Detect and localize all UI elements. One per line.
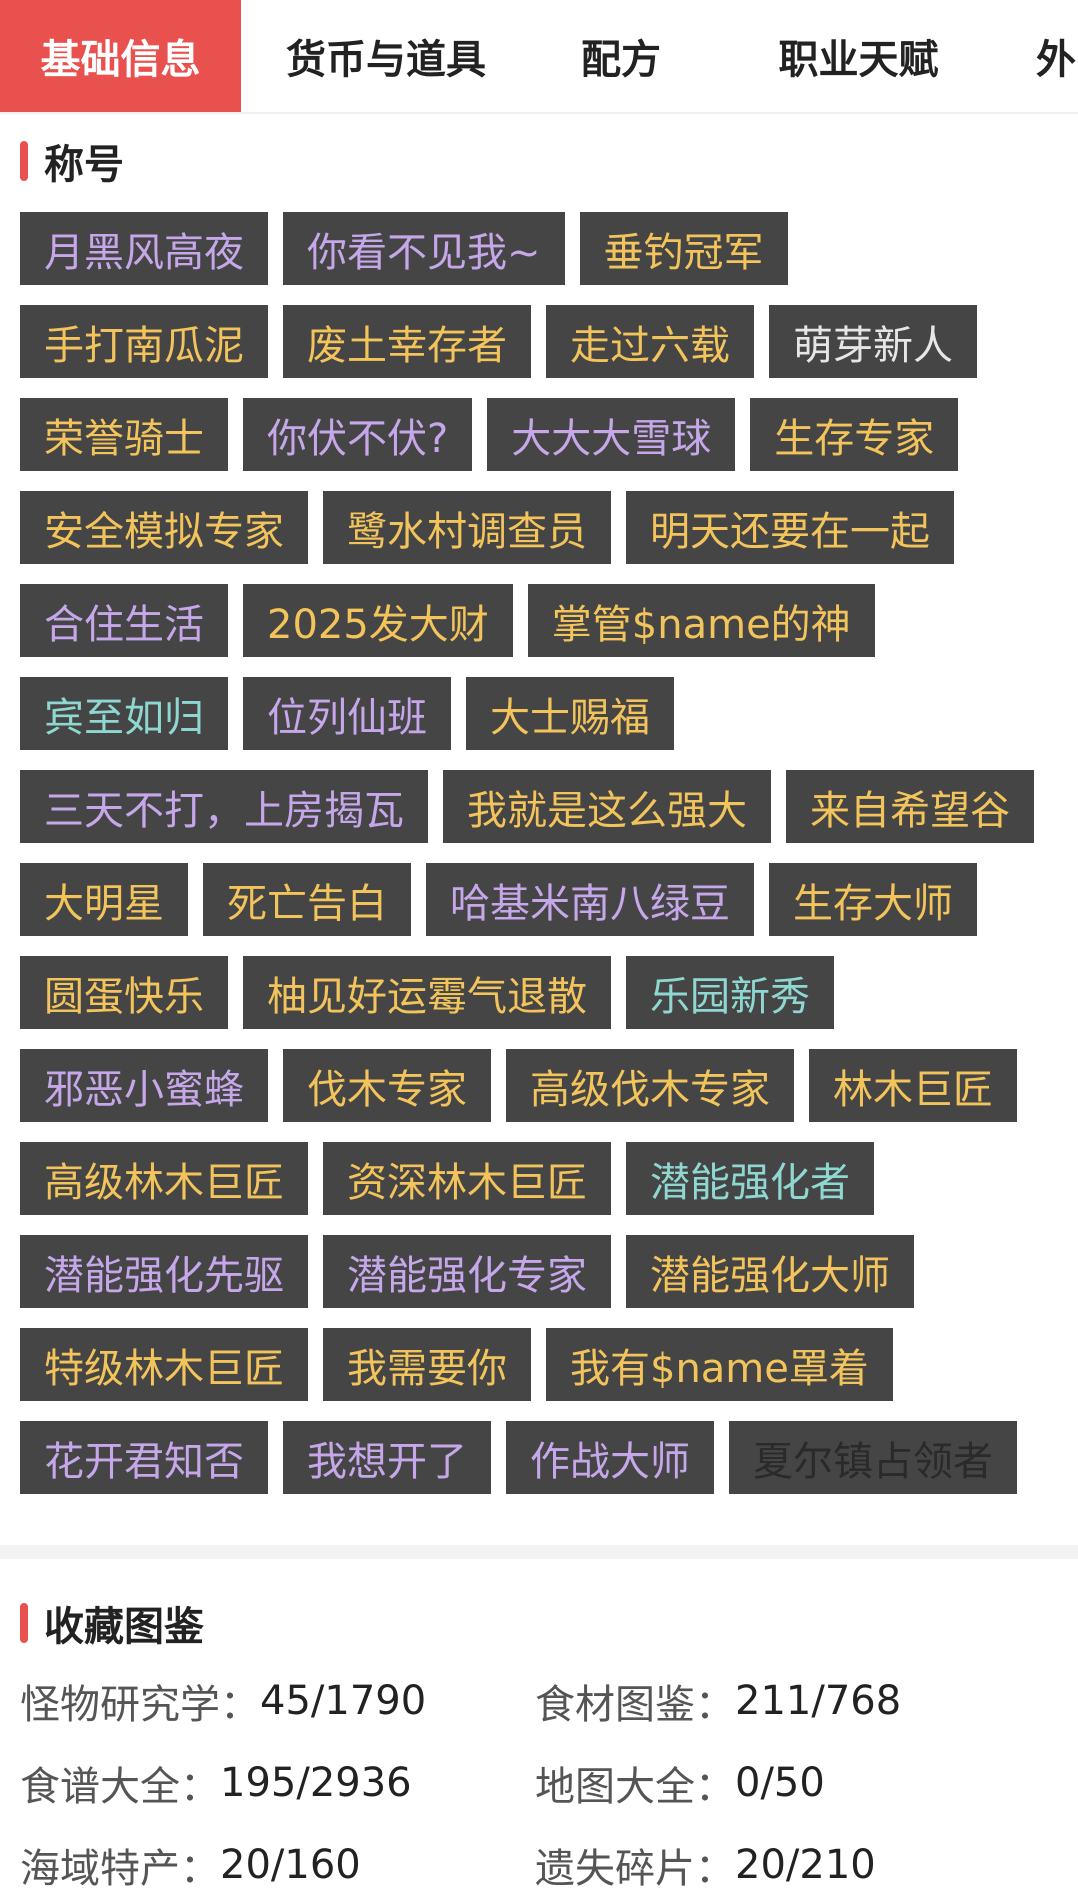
title-chip[interactable]: 荣誉骑士 [20,398,228,471]
title-chip[interactable]: 我需要你 [323,1328,531,1401]
title-row: 宾至如归位列仙班大士赐福 [20,677,1060,750]
title-row: 特级林木巨匠我需要你我有$name罩着 [20,1328,1060,1401]
stat-label: 海域特产： [20,1846,220,1892]
title-row: 三天不打，上房揭瓦我就是这么强大来自希望谷 [20,770,1060,843]
title-chip[interactable]: 伐木专家 [283,1049,491,1122]
title-chip[interactable]: 花开君知否 [20,1421,268,1494]
collection-heading: 收藏图鉴 [44,1604,204,1650]
tab-profession-talents[interactable]: 职业天赋 [778,37,939,83]
title-row: 高级林木巨匠资深林木巨匠潜能强化者 [20,1142,1060,1215]
title-chip[interactable]: 高级伐木专家 [506,1049,794,1122]
tab-currency-items[interactable]: 货币与道具 [286,37,486,83]
title-chip[interactable]: 作战大师 [506,1421,714,1494]
title-row: 荣誉骑士你伏不伏?大大大雪球生存专家 [20,398,1060,471]
stat-value: 20/160 [220,1842,361,1888]
title-chip[interactable]: 潜能强化先驱 [20,1235,308,1308]
title-chip[interactable]: 来自希望谷 [786,770,1034,843]
title-chip[interactable]: 萌芽新人 [769,305,977,378]
title-chip[interactable]: 潜能强化者 [626,1142,874,1215]
title-chip[interactable]: 宾至如归 [20,677,228,750]
title-chip[interactable]: 林木巨匠 [809,1049,1017,1122]
title-chip[interactable]: 位列仙班 [243,677,451,750]
titles-list: 月黑风高夜你看不见我~垂钓冠军手打南瓜泥废土幸存者走过六载萌芽新人荣誉骑士你伏不… [20,212,1060,1514]
stat-value: 195/2936 [220,1760,412,1806]
stat-label: 地图大全： [535,1764,735,1810]
stat-row: 怪物研究学： 45/1790 食材图鉴： 211/768 [20,1660,1060,1742]
title-chip[interactable]: 我有$name罩着 [546,1328,893,1401]
stat-sea-specialties: 海域特产： 20/160 [20,1836,535,1894]
title-chip[interactable]: 我就是这么强大 [443,770,771,843]
stat-row: 海域特产： 20/160 遗失碎片： 20/210 [20,1824,1060,1903]
stat-lost-fragments: 遗失碎片： 20/210 [535,1836,1050,1894]
stat-ingredient-guide: 食材图鉴： 211/768 [535,1672,1050,1730]
title-chip[interactable]: 哈基米南八绿豆 [426,863,754,936]
title-chip[interactable]: 夏尔镇占领者 [729,1421,1017,1494]
stat-value: 45/1790 [260,1678,427,1724]
title-chip[interactable]: 2025发大财 [243,584,513,657]
title-chip[interactable]: 鹭水村调查员 [323,491,611,564]
title-row: 大明星死亡告白哈基米南八绿豆生存大师 [20,863,1060,936]
stat-value: 0/50 [735,1760,825,1806]
title-chip[interactable]: 明天还要在一起 [626,491,954,564]
stat-row: 食谱大全： 195/2936 地图大全： 0/50 [20,1742,1060,1824]
title-chip[interactable]: 潜能强化大师 [626,1235,914,1308]
stat-map-collection: 地图大全： 0/50 [535,1754,1050,1812]
title-chip[interactable]: 垂钓冠军 [579,212,788,285]
title-row: 手打南瓜泥废土幸存者走过六载萌芽新人 [20,305,1060,378]
title-chip[interactable]: 走过六载 [546,305,754,378]
title-chip[interactable]: 月黑风高夜 [20,212,268,285]
title-chip[interactable]: 合住生活 [20,584,228,657]
title-row: 月黑风高夜你看不见我~垂钓冠军 [20,212,1060,285]
title-chip[interactable]: 邪恶小蜜蜂 [20,1049,268,1122]
title-chip[interactable]: 高级林木巨匠 [20,1142,308,1215]
title-chip[interactable]: 生存大师 [769,863,977,936]
collection-section-header: 收藏图鉴 [20,1594,204,1652]
stat-label: 遗失碎片： [535,1846,735,1892]
collection-stats: 怪物研究学： 45/1790 食材图鉴： 211/768 食谱大全： 195/2… [20,1660,1060,1903]
title-chip[interactable]: 大大大雪球 [487,398,736,471]
tab-basic-info[interactable]: 基础信息 [0,0,241,112]
title-chip[interactable]: 三天不打，上房揭瓦 [20,770,428,843]
tab-bar: 基础信息 货币与道具 配方 职业天赋 外 [0,0,1078,114]
stat-label: 食谱大全： [20,1764,220,1810]
section-accent-bar [20,141,28,181]
title-chip[interactable]: 你看不见我~ [283,212,565,285]
titles-section-header: 称号 [20,132,124,190]
title-chip[interactable]: 安全模拟专家 [20,491,308,564]
title-chip[interactable]: 手打南瓜泥 [20,305,268,378]
title-row: 邪恶小蜜蜂伐木专家高级伐木专家林木巨匠 [20,1049,1060,1122]
title-chip[interactable]: 特级林木巨匠 [20,1328,308,1401]
title-chip[interactable]: 生存专家 [750,398,959,471]
title-chip[interactable]: 死亡告白 [203,863,411,936]
title-chip[interactable]: 大明星 [20,863,188,936]
title-chip[interactable]: 柚见好运霉气退散 [243,956,611,1029]
section-accent-bar [20,1603,28,1643]
title-chip[interactable]: 我想开了 [283,1421,491,1494]
title-chip[interactable]: 资深林木巨匠 [323,1142,611,1215]
title-chip[interactable]: 掌管$name的神 [527,584,875,657]
tab-recipes[interactable]: 配方 [581,37,661,83]
title-chip[interactable]: 废土幸存者 [283,305,531,378]
titles-heading: 称号 [44,142,124,188]
tab-more[interactable]: 外 [1036,37,1076,83]
title-row: 安全模拟专家鹭水村调查员明天还要在一起 [20,491,1060,564]
title-chip[interactable]: 潜能强化专家 [323,1235,611,1308]
title-chip[interactable]: 大士赐福 [466,677,674,750]
title-row: 花开君知否我想开了作战大师夏尔镇占领者 [20,1421,1060,1494]
title-row: 圆蛋快乐柚见好运霉气退散乐园新秀 [20,956,1060,1029]
title-chip[interactable]: 圆蛋快乐 [20,956,228,1029]
stat-monster-research: 怪物研究学： 45/1790 [20,1672,535,1730]
stat-value: 211/768 [735,1678,902,1724]
title-chip[interactable]: 你伏不伏? [243,398,473,471]
stat-label: 食材图鉴： [535,1682,735,1728]
title-row: 潜能强化先驱潜能强化专家潜能强化大师 [20,1235,1060,1308]
title-chip[interactable]: 乐园新秀 [626,956,834,1029]
section-divider [0,1545,1078,1559]
stat-recipe-collection: 食谱大全： 195/2936 [20,1754,535,1812]
stat-value: 20/210 [735,1842,876,1888]
stat-label: 怪物研究学： [20,1682,260,1728]
